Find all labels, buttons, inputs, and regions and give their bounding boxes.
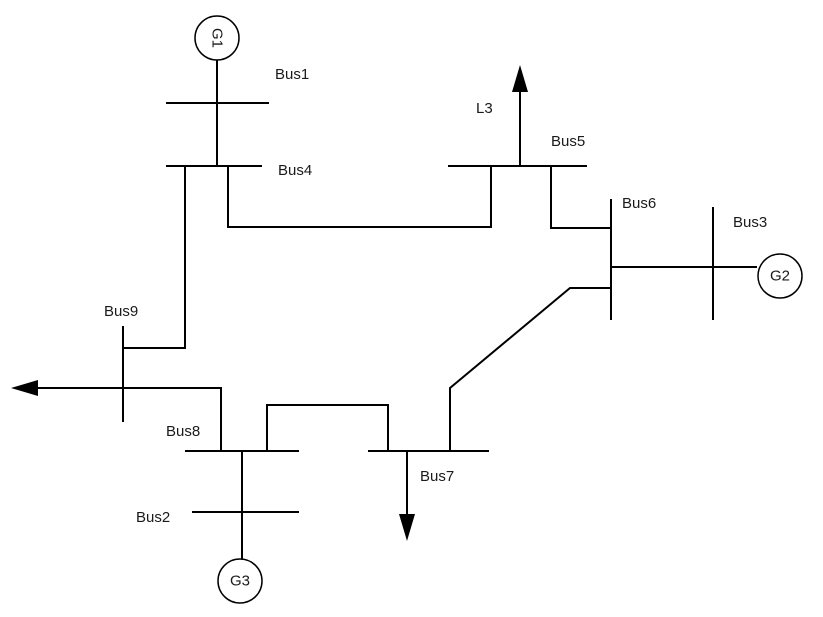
load-l3-label: L3 bbox=[476, 100, 493, 117]
load-l3-arrow bbox=[512, 65, 528, 92]
line-bus9-bus4 bbox=[123, 166, 186, 349]
generator-g1: G1 bbox=[194, 15, 240, 61]
generator-g3-label: G3 bbox=[230, 573, 250, 590]
generator-g2: G2 bbox=[757, 253, 803, 299]
bus1-label: Bus1 bbox=[275, 66, 309, 83]
generator-g2-label: G2 bbox=[770, 268, 790, 285]
bus7-load-arrow bbox=[399, 514, 415, 541]
bus3-label: Bus3 bbox=[733, 214, 767, 231]
generator-g1-label: G1 bbox=[209, 28, 226, 48]
line-bus6-bus7 bbox=[449, 287, 611, 451]
bus2-label: Bus2 bbox=[136, 509, 170, 526]
bus5-label: Bus5 bbox=[551, 133, 585, 150]
line-bus4-bus5 bbox=[227, 166, 492, 228]
bus4-label: Bus4 bbox=[278, 162, 312, 179]
bus8-label: Bus8 bbox=[166, 423, 200, 440]
bus9-label: Bus9 bbox=[104, 303, 138, 320]
line-bus8-bus9 bbox=[123, 387, 222, 451]
line-bus5-bus6 bbox=[550, 166, 611, 229]
line-bus7-bus8 bbox=[266, 404, 389, 451]
bus7-label: Bus7 bbox=[420, 468, 454, 485]
bus9-load-arrow bbox=[11, 380, 38, 396]
bus6-label: Bus6 bbox=[622, 195, 656, 212]
generator-g3: G3 bbox=[217, 558, 263, 604]
